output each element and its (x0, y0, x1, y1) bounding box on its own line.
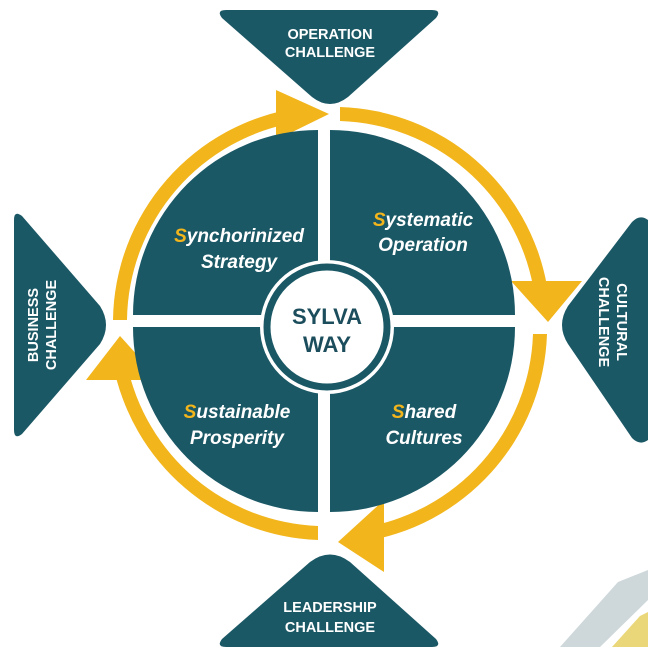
quadrant-label-top-right: Systematic Operation (373, 210, 474, 256)
quadrant-top-left-line1: ynchorinized (186, 226, 305, 247)
quadrant-top-right-initial: S (373, 210, 386, 231)
arrowhead-top-right (511, 281, 582, 322)
quadrant-label-top-left: Synchorinized Strategy (174, 226, 304, 273)
quadrant-label-bottom-right: Shared Cultures (385, 402, 462, 449)
arrowhead-bottom-right (338, 500, 384, 572)
quadrant-bottom-left-initial: S (184, 402, 197, 423)
challenge-right-pill: CULTURAL CHALLENGE (562, 217, 648, 443)
challenge-left-pill: BUSINESS CHALLENGE (14, 213, 106, 437)
quadrant-top-right-line1: ystematic (385, 210, 474, 231)
challenge-right-line1: CULTURAL (613, 283, 629, 361)
challenge-top-pill: OPERATION CHALLENGE (219, 10, 439, 104)
svg-text:Sustainable: Sustainable (184, 402, 291, 423)
arrow-bottom-right (360, 334, 547, 542)
challenge-top-line1: OPERATION (287, 27, 372, 43)
quadrant-bottom-right (330, 327, 515, 512)
challenge-bottom-line1: LEADERSHIP (283, 600, 377, 616)
challenge-left-line1: BUSINESS (26, 288, 42, 362)
quadrant-top-left (133, 130, 318, 315)
svg-text:Systematic: Systematic (373, 210, 474, 231)
challenge-top-line2: CHALLENGE (285, 45, 376, 61)
quadrant-top-right-line2: Operation (378, 235, 468, 256)
center-hub: SYLVA WAY (260, 260, 394, 394)
svg-text:Shared: Shared (392, 402, 457, 423)
arrowhead-top-left (276, 90, 329, 140)
challenge-right-line2: CHALLENGE (595, 277, 611, 368)
challenge-bottom-line2: CHALLENGE (285, 620, 376, 636)
quadrant-label-bottom-left: Sustainable Prosperity (184, 402, 291, 449)
quadrant-top-left-initial: S (174, 226, 187, 247)
decorative-corner-streak (560, 570, 648, 647)
arrow-bottom-left (113, 364, 318, 540)
quadrant-bottom-right-line2: Cultures (385, 428, 462, 449)
quadrant-bottom-left-line2: Prosperity (190, 428, 285, 449)
quadrant-bottom-right-initial: S (392, 402, 405, 423)
center-title-line2: WAY (303, 332, 351, 357)
arrow-top-left (113, 108, 298, 320)
quadrant-bottom-left (133, 327, 318, 512)
cycle-arrows (86, 90, 582, 572)
challenge-left-line2: CHALLENGE (44, 280, 60, 371)
center-title-line1: SYLVA (292, 304, 362, 329)
arrow-top-right (340, 107, 547, 286)
challenge-bottom-pill: LEADERSHIP CHALLENGE (219, 554, 439, 647)
quadrants (133, 130, 515, 512)
svg-text:Synchorinized: Synchorinized (174, 226, 304, 247)
quadrant-top-left-line2: Strategy (201, 252, 278, 273)
quadrant-bottom-right-line1: hared (404, 402, 456, 423)
quadrant-bottom-left-line1: ustainable (196, 402, 290, 423)
quadrant-top-right (330, 130, 515, 315)
